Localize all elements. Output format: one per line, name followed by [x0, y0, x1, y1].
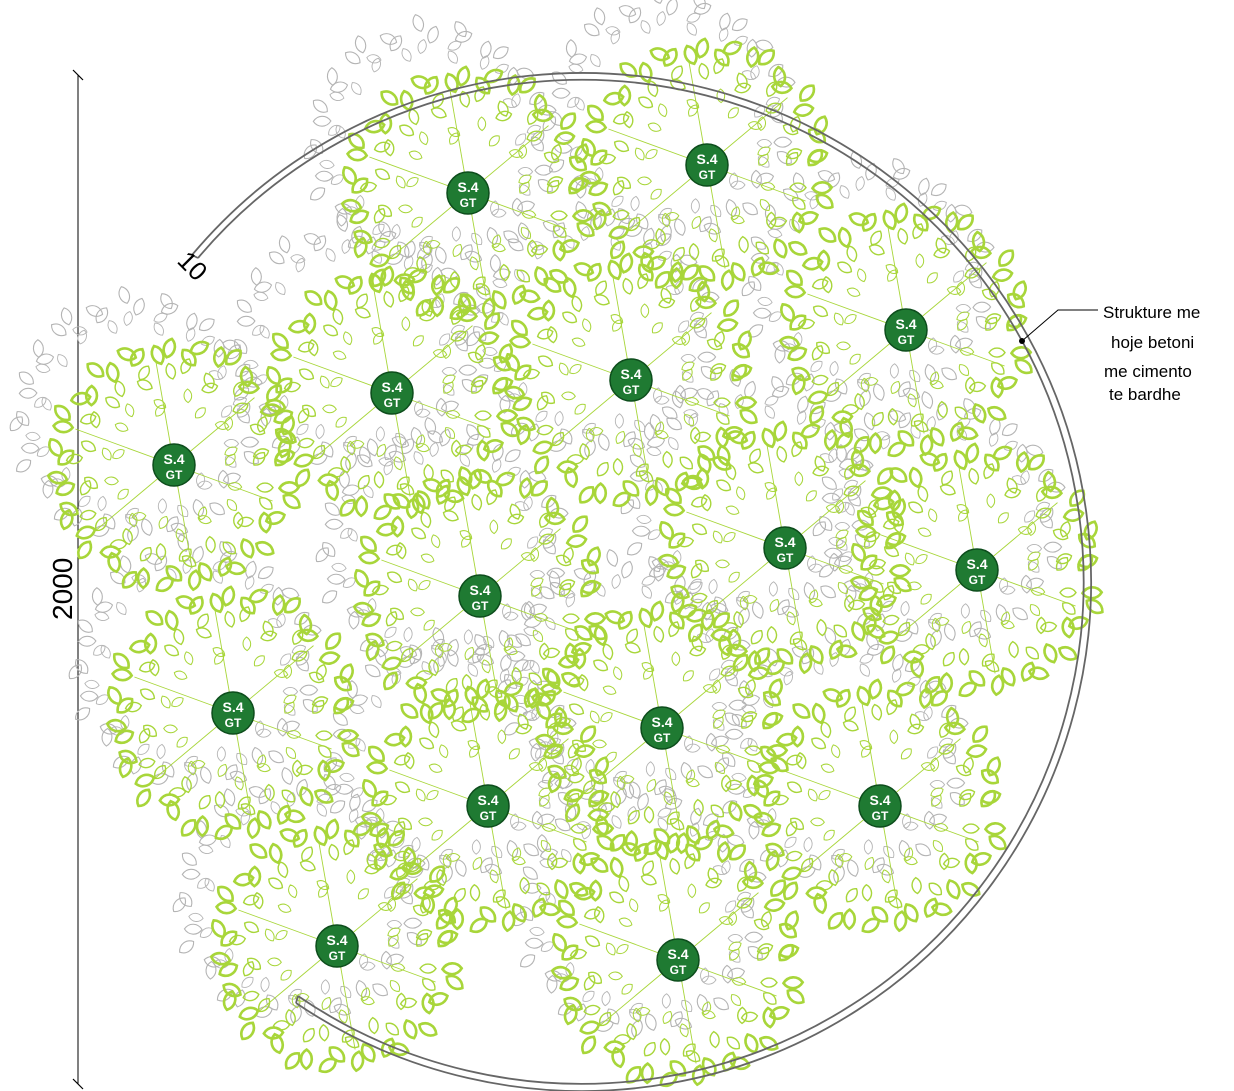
ring-thickness-label: 10	[172, 245, 214, 287]
plant-code-top: S.4	[469, 582, 490, 598]
plant-symbol-s4-gt: S.4GT	[446, 171, 490, 215]
canopies: S.4GTS.4GTS.4GTS.4GTS.4GTS.4GTS.4GTS.4GT…	[44, 36, 1107, 1091]
plant-code-top: S.4	[667, 946, 688, 962]
plant-code-top: S.4	[651, 714, 672, 730]
plant-code-top: S.4	[163, 451, 184, 467]
plant-code-bottom: GT	[872, 809, 889, 823]
plant-code-bottom: GT	[329, 949, 346, 963]
plant-code-top: S.4	[326, 932, 347, 948]
plant-code-bottom: GT	[654, 731, 671, 745]
plant-symbol-s4-gt: S.4GT	[370, 371, 414, 415]
plant-code-bottom: GT	[699, 168, 716, 182]
plant-symbol-s4-gt: S.4GT	[656, 938, 700, 982]
canopy-shadow	[738, 149, 995, 409]
plant-code-bottom: GT	[623, 383, 640, 397]
plant-code-top: S.4	[869, 792, 890, 808]
plant-canopy: S.4GT	[847, 441, 1107, 701]
plant-code-top: S.4	[774, 534, 795, 550]
annotation-leader	[1019, 309, 1098, 344]
plant-code-top: S.4	[895, 316, 916, 332]
plant-code-top: S.4	[696, 151, 717, 167]
annotation-line-4: te bardhe	[1109, 385, 1181, 404]
plant-symbol-s4-gt: S.4GT	[955, 548, 999, 592]
plant-symbol-s4-gt: S.4GT	[458, 574, 502, 618]
plant-symbol-s4-gt: S.4GT	[884, 308, 928, 352]
plant-symbol-s4-gt: S.4GT	[466, 784, 510, 828]
annotation-line-1: Strukture me	[1103, 303, 1200, 322]
planter-ring	[191, 72, 1092, 1091]
plant-symbol-s4-gt: S.4GT	[858, 784, 902, 828]
plant-code-top: S.4	[620, 366, 641, 382]
plant-symbol-s4-gt: S.4GT	[609, 358, 653, 402]
plant-code-bottom: GT	[472, 599, 489, 613]
plant-canopy: S.4GT	[262, 264, 522, 524]
plant-canopy: S.4GT	[532, 599, 792, 859]
dimension-line-vertical	[72, 69, 84, 1090]
plant-canopy: S.4GT	[655, 419, 915, 679]
canopy-shadow	[6, 284, 263, 544]
plant-code-bottom: GT	[777, 551, 794, 565]
plant-symbol-s4-gt: S.4GT	[685, 143, 729, 187]
plant-symbol-s4-gt: S.4GT	[211, 691, 255, 735]
plant-code-bottom: GT	[969, 573, 986, 587]
plant-code-bottom: GT	[898, 333, 915, 347]
plant-code-top: S.4	[381, 379, 402, 395]
plant-canopy: S.4GT	[338, 64, 598, 324]
plant-canopy: S.4GT	[350, 467, 610, 727]
plant-symbol-s4-gt: S.4GT	[640, 706, 684, 750]
plant-code-top: S.4	[966, 556, 987, 572]
plant-canopy: S.4GT	[501, 251, 761, 511]
plant-canopy: S.4GT	[44, 336, 304, 596]
plant-canopy: S.4GT	[548, 831, 808, 1091]
plant-code-bottom: GT	[670, 963, 687, 977]
plant-code-top: S.4	[477, 792, 498, 808]
plant-code-top: S.4	[457, 179, 478, 195]
plant-canopy: S.4GT	[577, 36, 837, 296]
plant-canopy: S.4GT	[750, 677, 1010, 937]
annotation-line-3: me cimento	[1104, 362, 1192, 381]
plant-symbol-s4-gt: S.4GT	[152, 443, 196, 487]
plant-code-bottom: GT	[225, 716, 242, 730]
plant-symbol-s4-gt: S.4GT	[315, 924, 359, 968]
plant-canopy: S.4GT	[103, 584, 363, 844]
plant-canopy: S.4GT	[207, 817, 467, 1077]
plant-canopy: S.4GT	[358, 677, 618, 937]
canopy-shadows	[6, 0, 1066, 1039]
dimension-label-2000: 2000	[47, 558, 78, 620]
plant-code-bottom: GT	[166, 468, 183, 482]
plant-code-bottom: GT	[384, 396, 401, 410]
plant-code-bottom: GT	[460, 196, 477, 210]
plant-code-bottom: GT	[480, 809, 497, 823]
plant-symbol-s4-gt: S.4GT	[763, 526, 807, 570]
annotation-line-2: hoje betoni	[1111, 333, 1194, 352]
plant-canopy: S.4GT	[776, 201, 1036, 461]
plant-code-top: S.4	[222, 699, 243, 715]
